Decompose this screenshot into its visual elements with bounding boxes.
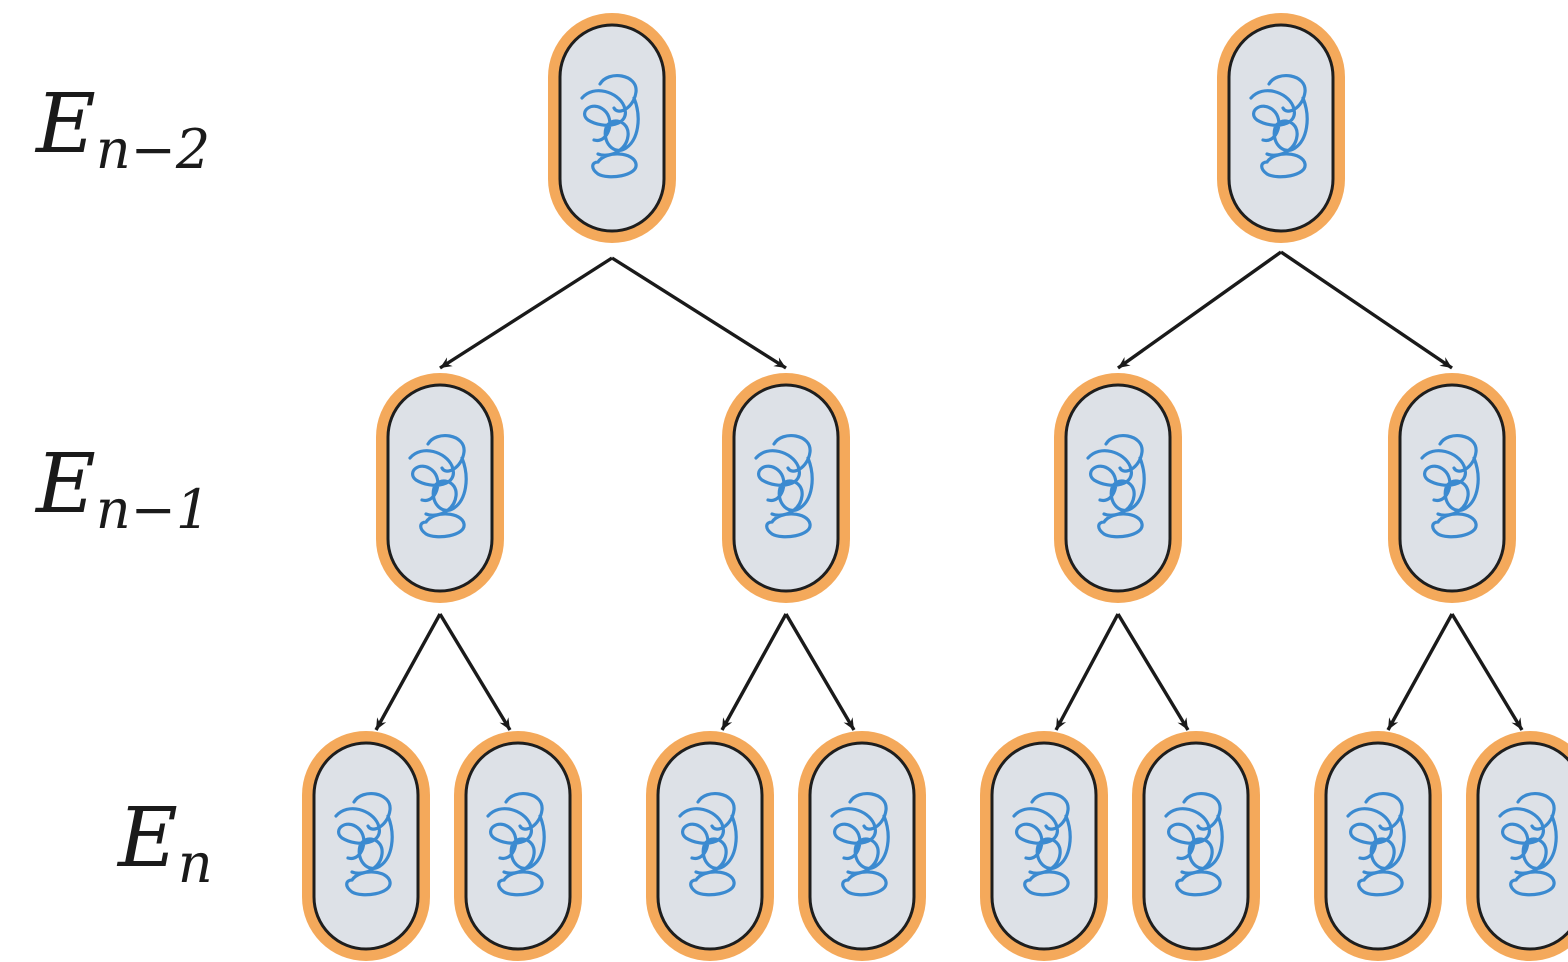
division-arrow	[720, 613, 788, 731]
cell	[376, 373, 504, 603]
chromatin-squiggle	[1012, 792, 1072, 897]
chromatin-squiggle	[678, 792, 738, 897]
chromatin-squiggle	[830, 792, 890, 897]
cell	[454, 731, 582, 961]
division-arrow	[1116, 613, 1190, 731]
chromatin-squiggle	[1249, 74, 1309, 179]
chromatin-squiggle	[408, 434, 468, 539]
cell-body	[464, 741, 572, 951]
division-arrow	[438, 613, 512, 731]
cell-body	[1064, 383, 1172, 593]
generation-label-n-minus-1: En−1	[34, 437, 210, 541]
cell-body	[808, 741, 916, 951]
generation-label-main: E	[116, 791, 178, 886]
generation-label-main: E	[34, 77, 96, 172]
chromatin-squiggle	[486, 792, 546, 897]
cell-body	[990, 741, 1098, 951]
cell	[1217, 13, 1345, 243]
cell-body	[1398, 383, 1506, 593]
generation-label-subscript: n	[178, 832, 213, 895]
division-arrow	[1117, 250, 1282, 370]
chromatin-squiggle	[334, 792, 394, 897]
chromatin-squiggle	[754, 434, 814, 539]
cell-body	[1142, 741, 1250, 951]
generation-label-n-minus-2: En−2	[34, 77, 210, 181]
generation-label-subscript: n−2	[96, 118, 210, 181]
lineage-edges	[374, 250, 1524, 731]
generation-label-main: E	[34, 437, 96, 532]
cell	[302, 731, 430, 961]
cell	[1388, 373, 1516, 603]
cell	[1132, 731, 1260, 961]
division-arrow	[374, 613, 442, 731]
division-arrow	[1054, 613, 1120, 731]
chromatin-squiggle	[1346, 792, 1406, 897]
cell-body	[656, 741, 764, 951]
division-arrow	[439, 256, 613, 370]
division-arrow	[1386, 613, 1454, 731]
division-arrow	[1450, 613, 1524, 731]
chromatin-squiggle	[580, 74, 640, 179]
cell	[722, 373, 850, 603]
chromatin-squiggle	[1420, 434, 1480, 539]
cell	[980, 731, 1108, 961]
cell-body	[1227, 23, 1335, 233]
division-arrow	[611, 256, 787, 370]
cell	[1466, 731, 1568, 961]
cell	[798, 731, 926, 961]
cell-body	[558, 23, 666, 233]
chromatin-squiggle	[1086, 434, 1146, 539]
cell	[1314, 731, 1442, 961]
cell	[1054, 373, 1182, 603]
cell-body	[732, 383, 840, 593]
generation-label-subscript: n−1	[96, 478, 210, 541]
generation-label-n: En	[116, 791, 213, 895]
cell-body	[386, 383, 494, 593]
cell-body	[312, 741, 420, 951]
cell-body	[1324, 741, 1432, 951]
division-arrow	[784, 613, 856, 731]
chromatin-squiggle	[1498, 792, 1558, 897]
cell	[548, 13, 676, 243]
division-arrow	[1280, 250, 1453, 370]
cell-population	[302, 13, 1568, 961]
cell	[646, 731, 774, 961]
chromatin-squiggle	[1164, 792, 1224, 897]
